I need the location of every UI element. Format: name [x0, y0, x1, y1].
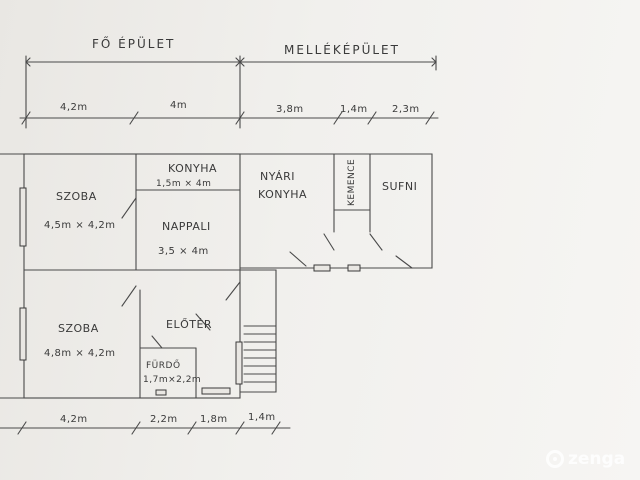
dim-top-3: 3,8m [276, 104, 304, 115]
heading-annex-building: MELLÉKÉPÜLET [284, 41, 400, 57]
door-nyari-konyha [323, 233, 335, 251]
dim-bottom-4: 1,4m [248, 412, 276, 423]
dim-top-1: 4,2m [60, 102, 88, 113]
room-konyha-size: 1,5m × 4m [156, 179, 211, 189]
window-left-bottom [19, 307, 27, 361]
annex-outline [239, 153, 433, 269]
dim-top-5: 2,3m [392, 104, 420, 115]
room-nyari-konyha-label-1: NYÁRI [260, 170, 295, 183]
window-annex-a [313, 264, 331, 272]
room-nyari-konyha-label-2: KONYHA [258, 188, 307, 201]
room-kemence-label: KEMENCE [347, 159, 357, 206]
window-bottom-eloter [201, 387, 231, 395]
room-szoba-bottom-label: SZOBA [58, 322, 99, 335]
dim-bottom-1: 4,2m [60, 414, 88, 425]
top-dimension-ticks [21, 111, 435, 125]
door-szoba-bottom [121, 285, 137, 307]
room-furdo-size: 1,7m×2,2m [143, 375, 201, 385]
window-left-top [19, 187, 27, 247]
dim-bottom-3: 1,8m [200, 414, 228, 425]
door-annex-left [289, 251, 307, 267]
room-szoba-top-size: 4,5m × 4,2m [44, 220, 116, 231]
dim-top-4: 1,4m [340, 104, 368, 115]
door-furdo [151, 335, 163, 349]
door-szoba-top [121, 197, 137, 219]
dim-top-2: 4m [170, 100, 187, 111]
door-eloter [195, 313, 211, 331]
room-szoba-bottom-size: 4,8m × 4,2m [44, 348, 116, 359]
window-stairs [235, 341, 243, 385]
zenga-logo-icon [546, 450, 564, 468]
window-annex-b [347, 264, 361, 272]
room-konyha-label: KONYHA [168, 162, 217, 175]
zenga-brand-text: zenga [568, 449, 626, 469]
room-sufni-label: SUFNI [382, 180, 417, 193]
room-szoba-top-label: SZOBA [56, 190, 97, 203]
bottom-dimension-ticks [17, 421, 281, 435]
dim-bottom-2: 2,2m [150, 414, 178, 425]
main-building-outline [23, 153, 241, 399]
room-eloter-label: ELŐTÉR [166, 317, 212, 331]
stairs [239, 269, 277, 393]
room-nappali-size: 3,5 × 4m [158, 246, 209, 257]
door-annex-right [395, 255, 413, 269]
door-sufni [369, 233, 383, 251]
heading-main-building: FŐ ÉPÜLET [92, 35, 175, 51]
room-nappali-label: NAPPALI [162, 220, 211, 233]
window-bottom-furdo [155, 389, 167, 396]
door-nappali [225, 281, 241, 301]
room-furdo-label: FÜRDŐ [146, 360, 181, 371]
zenga-watermark: zenga [546, 449, 625, 469]
